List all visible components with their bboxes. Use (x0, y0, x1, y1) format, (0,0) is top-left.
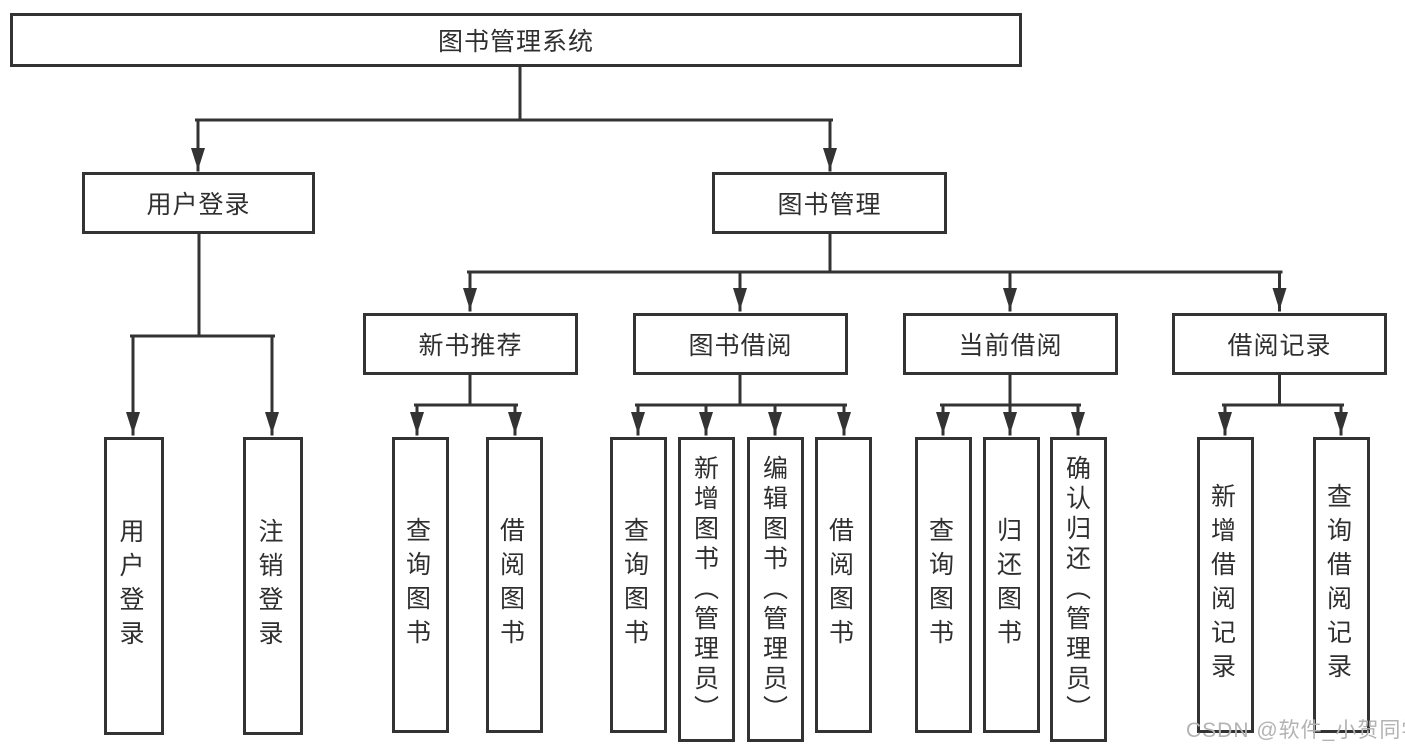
node-borrowing-records: 借阅记录 (1172, 313, 1387, 375)
leaf-bb-borrow-book-label: 借阅图书 (825, 517, 854, 653)
leaf-br-add-record: 新增借阅记录 (1197, 437, 1254, 733)
node-user-login: 用户登录 (82, 172, 315, 234)
leaf-rec-borrow-book: 借阅图书 (486, 437, 543, 733)
leaf-br-query-record-label: 查询借阅记录 (1323, 483, 1352, 687)
node-borrowing-records-label: 借阅记录 (1227, 332, 1332, 360)
node-book-management: 图书管理 (712, 172, 947, 234)
leaf-bb-add-book-admin-label: 新增图书（管理员） (690, 454, 719, 725)
leaf-cb-confirm-return-admin-label: 确认归还（管理员） (1062, 454, 1091, 725)
leaf-rec-query-book: 查询图书 (392, 437, 449, 733)
node-new-book-recommendation-label: 新书推荐 (418, 332, 523, 360)
leaf-cb-return-book-label: 归还图书 (993, 517, 1022, 653)
node-book-borrowing-label: 图书借阅 (688, 332, 793, 360)
leaf-bb-query-book-label: 查询图书 (620, 517, 649, 653)
node-root: 图书管理系统 (10, 13, 1022, 67)
node-book-borrowing: 图书借阅 (633, 313, 848, 375)
leaf-rec-borrow-book-label: 借阅图书 (496, 517, 525, 653)
leaf-user-login: 用户登录 (104, 437, 164, 735)
leaf-cb-return-book: 归还图书 (983, 437, 1040, 733)
leaf-logout-label: 注销登录 (255, 518, 283, 654)
node-book-management-label: 图书管理 (777, 191, 882, 219)
leaf-cb-confirm-return-admin: 确认归还（管理员） (1050, 437, 1107, 742)
leaf-bb-query-book: 查询图书 (610, 437, 667, 733)
leaf-bb-add-book-admin: 新增图书（管理员） (678, 437, 735, 742)
leaf-bb-edit-book-admin-label: 编辑图书（管理员） (759, 454, 788, 725)
leaf-logout: 注销登录 (243, 437, 303, 735)
node-user-login-label: 用户登录 (146, 191, 251, 219)
leaf-cb-query-book-label: 查询图书 (925, 517, 954, 653)
leaf-br-add-record-label: 新增借阅记录 (1207, 483, 1236, 687)
leaf-cb-query-book: 查询图书 (915, 437, 972, 733)
leaf-rec-query-book-label: 查询图书 (402, 517, 431, 653)
leaf-user-login-label: 用户登录 (116, 518, 144, 654)
watermark: CSDN @软件_小贺同学 (1186, 719, 1405, 742)
node-current-borrowing-label: 当前借阅 (958, 332, 1063, 360)
leaf-bb-edit-book-admin: 编辑图书（管理员） (747, 437, 804, 742)
leaf-br-query-record: 查询借阅记录 (1313, 437, 1370, 733)
node-new-book-recommendation: 新书推荐 (363, 313, 578, 375)
node-root-label: 图书管理系统 (437, 28, 594, 56)
leaf-bb-borrow-book: 借阅图书 (815, 437, 872, 733)
node-current-borrowing: 当前借阅 (903, 313, 1118, 375)
